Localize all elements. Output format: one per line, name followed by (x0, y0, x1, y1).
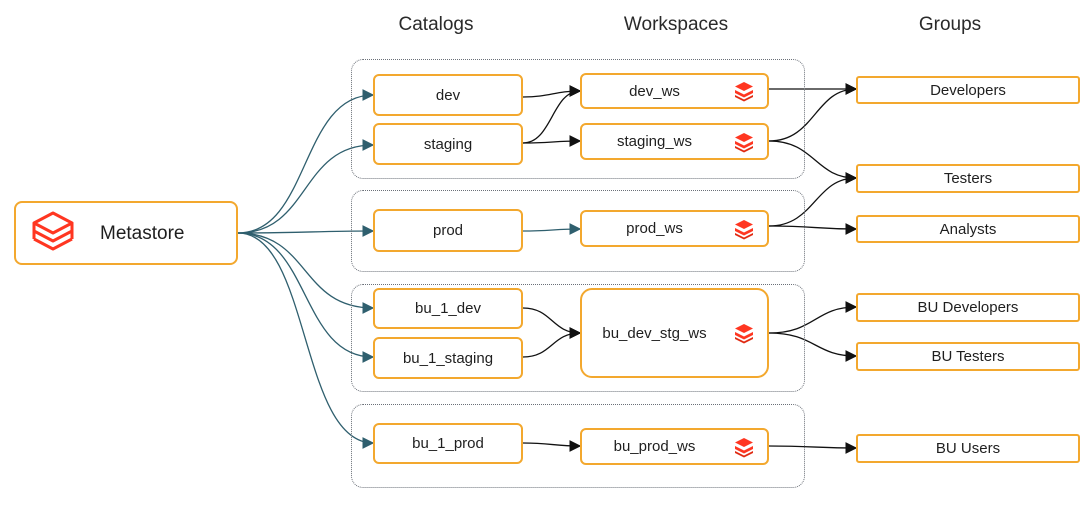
catalog-dev[interactable]: dev (373, 74, 523, 116)
header-catalogs: Catalogs (398, 14, 474, 35)
link-buprodws-buusers (768, 442, 858, 454)
metastore-label: Metastore (100, 223, 185, 244)
databricks-workspace-icon (735, 437, 753, 457)
group-bu-developers[interactable]: BU Developers (856, 293, 1080, 322)
header-groups: Groups (918, 14, 982, 35)
databricks-workspace-icon (735, 324, 753, 344)
group-box-bu-prod (351, 404, 805, 488)
link-metastore-staging (237, 139, 375, 234)
link-metastore-prod (237, 225, 375, 237)
workspace-prod-ws-label: prod_ws (626, 220, 683, 237)
group-box-bu-dev-staging (351, 284, 805, 392)
group-developers[interactable]: Developers (856, 76, 1080, 104)
workspace-bu-prod-ws-label: bu_prod_ws (613, 438, 696, 455)
link-prod-prodws (522, 223, 582, 235)
metastore-node[interactable]: Metastore (14, 201, 238, 265)
databricks-workspace-icon (735, 82, 753, 102)
workspace-staging-ws-label: staging_ws (616, 133, 693, 150)
catalog-staging[interactable]: staging (373, 123, 523, 165)
catalog-bu-1-staging[interactable]: bu_1_staging (373, 337, 523, 379)
workspace-prod-ws[interactable]: prod_ws (580, 210, 769, 247)
link-bu1staging-budevstgws (522, 327, 582, 358)
workspace-bu-dev-stg-ws-label: bu_dev_stg_ws (602, 324, 707, 342)
catalog-bu-1-staging-label: bu_1_staging (402, 349, 494, 367)
databricks-logo-icon (32, 211, 74, 251)
link-metastore-bu1dev (237, 232, 375, 314)
group-bu-developers-label: BU Developers (917, 299, 1019, 316)
databricks-workspace-icon (735, 219, 753, 239)
catalog-bu-1-prod-label: bu_1_prod (412, 435, 484, 452)
workspace-bu-prod-ws[interactable]: bu_prod_ws (580, 428, 769, 465)
link-staging-devws (522, 85, 582, 144)
link-staging-stagingws (522, 135, 582, 147)
group-box-prod (351, 190, 805, 272)
catalog-bu-1-prod[interactable]: bu_1_prod (373, 423, 523, 464)
group-bu-users-label: BU Users (935, 440, 1001, 457)
link-metastore-bu1prod (237, 232, 375, 449)
group-developers-label: Developers (930, 81, 1006, 99)
link-stagingws-testers (768, 140, 858, 184)
link-metastore-dev (237, 89, 375, 234)
link-budevstgws-budevelopers (768, 301, 858, 334)
link-prodws-analysts (768, 223, 858, 235)
group-testers-label: Testers (943, 170, 993, 187)
link-stagingws-developers (768, 83, 858, 142)
workspace-staging-ws[interactable]: staging_ws (580, 123, 769, 160)
group-testers[interactable]: Testers (856, 164, 1080, 193)
catalog-prod[interactable]: prod (373, 209, 523, 252)
workspace-dev-ws-label: dev_ws (629, 82, 680, 100)
group-analysts-label: Analysts (939, 220, 997, 238)
link-prodws-testers (768, 172, 858, 227)
group-bu-users[interactable]: BU Users (856, 434, 1080, 463)
group-analysts[interactable]: Analysts (856, 215, 1080, 243)
group-bu-testers-label: BU Testers (931, 348, 1005, 365)
link-bu1prod-buprodws (522, 440, 582, 452)
catalog-bu-1-dev-label: bu_1_dev (415, 300, 481, 317)
group-bu-testers[interactable]: BU Testers (856, 342, 1080, 371)
workspace-dev-ws[interactable]: dev_ws (580, 73, 769, 109)
catalog-dev-label: dev (435, 86, 461, 104)
link-budevstgws-butesters (768, 332, 858, 362)
catalog-prod-label: prod (432, 222, 464, 239)
catalog-staging-label: staging (423, 135, 473, 153)
catalog-bu-1-dev[interactable]: bu_1_dev (373, 288, 523, 329)
group-box-dev-staging (351, 59, 805, 179)
link-metastore-bu1staging (237, 232, 375, 363)
databricks-workspace-icon (735, 132, 753, 152)
header-workspaces: Workspaces (623, 14, 729, 35)
workspace-bu-dev-stg-ws[interactable]: bu_dev_stg_ws (580, 288, 769, 378)
